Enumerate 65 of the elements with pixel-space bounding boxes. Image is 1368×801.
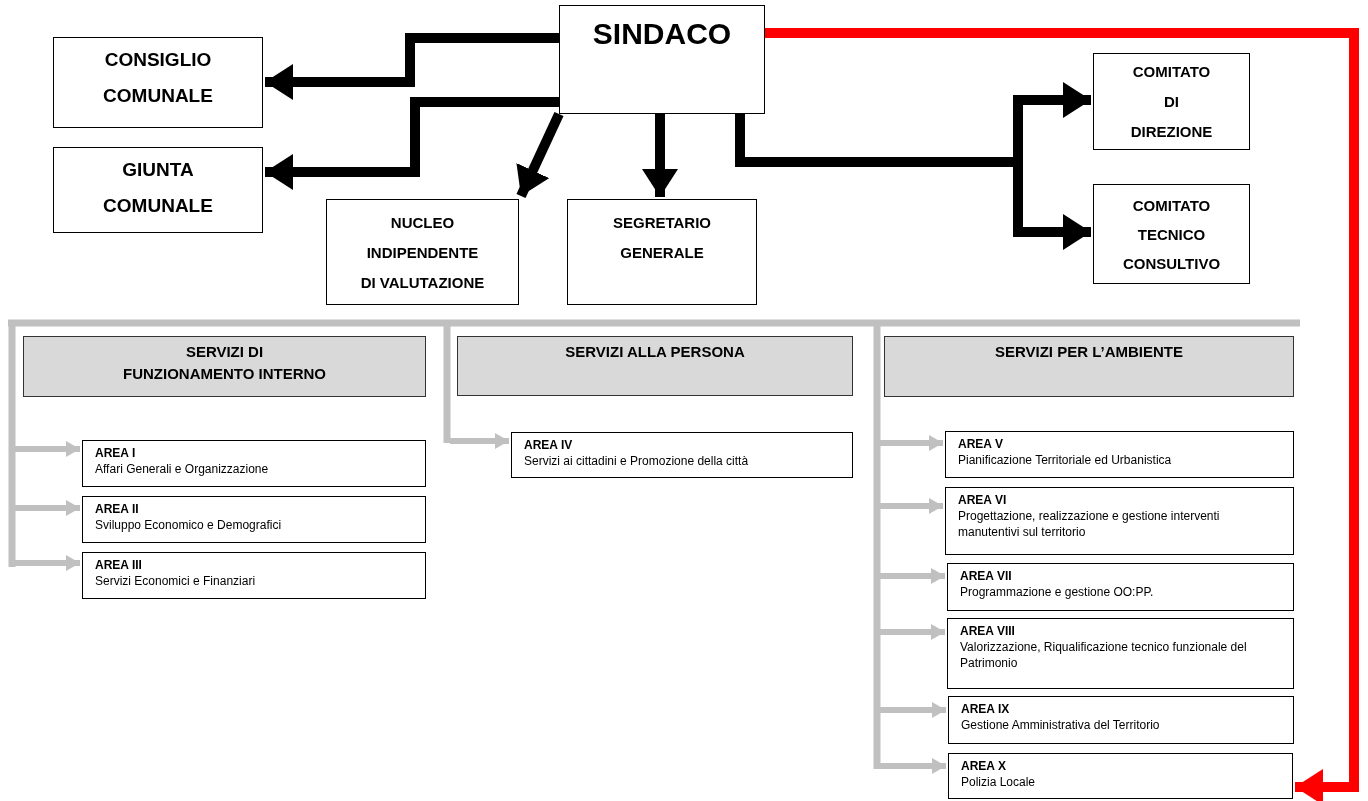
box-title: CONSIGLIO COMUNALE: [102, 48, 214, 108]
area-description: Servizi Economici e Finanziari: [95, 573, 257, 589]
service-header: [23, 336, 426, 397]
area-title: AREA III: [95, 557, 143, 573]
org-box: [559, 5, 765, 114]
area-description: Progettazione, realizzazione e gestione interventi manutentivi sul territorio: [958, 508, 1221, 540]
org-box: [567, 199, 757, 305]
area-box: [82, 552, 426, 599]
org-box: [53, 37, 263, 128]
box-title: GIUNTA COMUNALE: [102, 158, 214, 218]
area-description: Sviluppo Economico e Demografici: [95, 517, 283, 533]
area-box: [945, 487, 1294, 555]
area-description: Programmazione e gestione OO:PP.: [960, 584, 1155, 600]
arrow: [516, 111, 564, 199]
area-box: [948, 753, 1293, 799]
org-box: [53, 147, 263, 233]
area-title: AREA V: [958, 436, 1004, 452]
arrow: [880, 624, 945, 640]
area-box: [945, 431, 1294, 478]
area-box: [511, 432, 853, 478]
box-title: SINDACO: [592, 16, 732, 52]
area-description: Gestione Amministrativa del Territorio: [961, 717, 1161, 733]
arrow: [265, 33, 559, 100]
arrow: [450, 433, 509, 449]
area-description: Servizi ai cittadini e Promozione della città: [524, 453, 750, 469]
area-description: Valorizzazione, Riqualificazione tecnico funzionale del Patrimonio: [960, 639, 1248, 671]
header-title: SERVIZI DI FUNZIONAMENTO INTERNO: [121, 342, 328, 384]
org-box: [326, 199, 519, 305]
service-header: [884, 336, 1294, 397]
area-title: AREA VIII: [960, 623, 1016, 639]
area-description: Pianificazione Territoriale ed Urbanistica: [958, 452, 1173, 468]
area-title: AREA VII: [960, 568, 1013, 584]
area-description: Affari Generali e Organizzazione: [95, 461, 270, 477]
arrow: [15, 500, 80, 516]
area-title: AREA IV: [524, 437, 574, 453]
arrow: [880, 435, 943, 451]
area-box: [82, 440, 426, 487]
arrow: [265, 97, 559, 190]
header-title: SERVIZI ALLA PERSONA: [565, 342, 745, 362]
arrow: [15, 441, 80, 457]
area-box: [947, 563, 1294, 611]
header-title: SERVIZI PER L’AMBIENTE: [994, 342, 1184, 362]
area-box: [948, 696, 1294, 744]
arrow: [880, 758, 946, 774]
area-title: AREA X: [961, 758, 1007, 774]
area-title: AREA VI: [958, 492, 1008, 508]
area-title: AREA I: [95, 445, 137, 461]
area-title: AREA II: [95, 501, 140, 517]
org-box: [1093, 184, 1250, 284]
arrow: [15, 555, 80, 571]
arrow: [880, 498, 943, 514]
box-title: COMITATO TECNICO CONSULTIVO: [1122, 195, 1221, 274]
area-title: AREA IX: [961, 701, 1011, 717]
area-description: Polizia Locale: [961, 774, 1037, 790]
area-box: [82, 496, 426, 543]
box-title: SEGRETARIO GENERALE: [611, 213, 713, 263]
arrow: [880, 568, 945, 584]
box-title: NUCLEO INDIPENDENTE DI VALUTAZIONE: [359, 213, 486, 293]
box-title: COMITATO DI DIREZIONE: [1129, 61, 1214, 142]
service-header: [457, 336, 853, 396]
arrow: [880, 702, 946, 718]
area-box: [947, 618, 1294, 689]
arrow: [765, 28, 1359, 801]
org-box: [1093, 53, 1250, 150]
arrow: [642, 114, 678, 197]
